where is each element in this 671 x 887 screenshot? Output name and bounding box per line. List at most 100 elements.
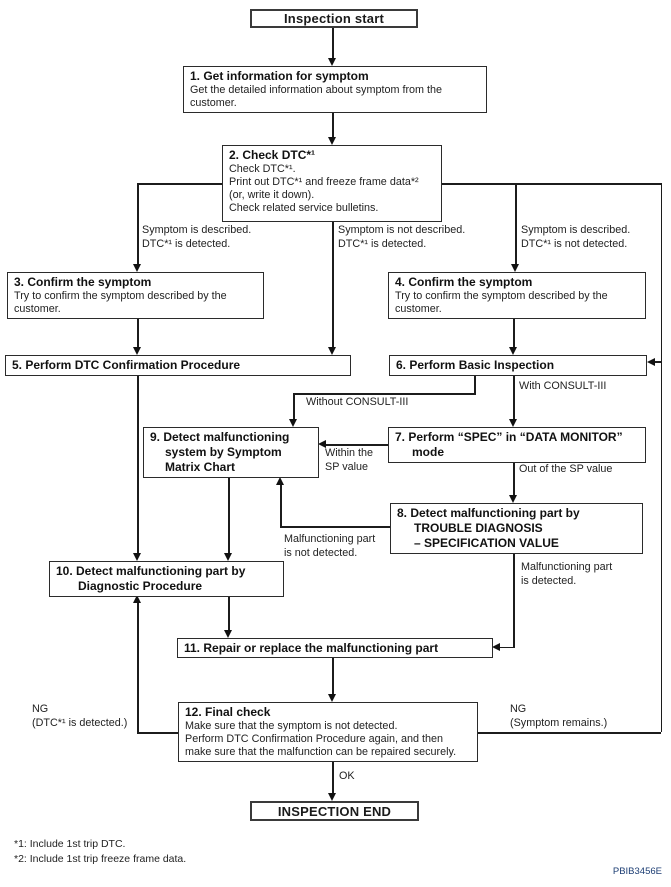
arrow-into-b4 [511,264,519,272]
arrow-into-b1 [328,58,336,66]
box-1-title: 1. Get information for symptom [190,69,369,83]
box-2-line: Check DTC*¹. [229,163,296,175]
connector-ng-right-h [471,732,661,734]
footnote-1: *1: Include 1st trip DTC. [14,838,126,850]
arrow-into-b2 [328,137,336,145]
start-node-label: Inspection start [284,11,384,26]
connector-b2-right-v-to-b4 [515,183,517,264]
arrow-into-b3 [133,264,141,272]
box-6-title: 6. Perform Basic Inspection [396,358,555,372]
footnote-2: *2: Include 1st trip freeze frame data. [14,853,187,865]
connector-b8-detected-h [500,646,514,648]
label-ng-symptom-remains: NG (Symptom remains.) [510,703,608,729]
arrow-into-b10-bottom [133,595,141,603]
arrow-into-b9-right [318,440,326,448]
arrow-into-b5-mid [328,347,336,355]
box-9-symptom-matrix: 9. Detect malfunctioning system by Sympt… [143,427,319,478]
arrow-into-b12 [328,694,336,702]
label-within-sp-value: Within the SP value [325,447,374,473]
box-12-line: Make sure that the symptom is not detect… [185,720,398,732]
connector-b4-to-b6 [513,312,515,347]
box-3-title: 3. Confirm the symptom [14,275,152,289]
connector-b10-to-b11 [228,589,230,630]
arrow-into-end [328,793,336,801]
connector-right-feedback-v [660,183,662,732]
box-9-title-line: system by Symptom [165,445,282,459]
box-10-title-line: Diagnostic Procedure [78,579,203,593]
end-node-label: INSPECTION END [277,803,392,819]
connector-ng-left-h [137,732,184,734]
box-8-title-line: TROUBLE DIAGNOSIS [414,521,543,535]
box-9-title-line: 9. Detect malfunctioning [150,430,290,444]
box-12-line: make sure that the malfunction can be re… [185,746,457,758]
box-8-title-line: 8. Detect malfunctioning part by [397,506,580,520]
connector-b11-to-b12 [332,651,334,694]
connector-b2-left-v [137,183,139,264]
box-1-body: Get the detailed information about sympt… [190,84,443,109]
box-12-title: 12. Final check [185,705,271,719]
label-ng-dtc-detected: NG (DTC*¹ is detected.) [32,703,128,729]
arrow-into-b6-top [509,347,517,355]
figure-code: PBIB3456E [612,866,662,877]
label-branch-middle: Symptom is not described. DTC*¹ is detec… [338,224,466,250]
connector-b6-without-h [293,393,476,395]
connector-b8-notdetected-h [280,526,396,528]
box-5-dtc-confirmation: 5. Perform DTC Confirmation Procedure [5,355,351,376]
connector-b7-to-b8 [513,456,515,495]
connector-b2-left-h [137,183,228,185]
connector-b6-without-v1 [474,370,476,394]
box-2-title: 2. Check DTC*¹ [229,148,316,162]
box-7-spec-data-monitor: 7. Perform “SPEC” in “DATA MONITOR” mode [388,427,646,463]
box-4-title: 4. Confirm the symptom [395,275,533,289]
box-8-trouble-diagnosis: 8. Detect malfunctioning part by TROUBLE… [390,503,643,554]
connector-b12-to-end [332,756,334,793]
box-3-body: Try to confirm the symptom described by … [14,290,227,315]
label-malfunction-detected: Malfunctioning part is detected. [521,561,613,587]
connector-b2-right-h [436,183,662,185]
start-node: Inspection start [250,9,418,28]
box-9-title-line: Matrix Chart [165,460,236,474]
box-10-diagnostic-procedure: 10. Detect malfunctioning part by Diagno… [49,561,284,597]
box-2-check-dtc: 2. Check DTC*¹ Check DTC*¹. Print out DT… [222,145,442,222]
box-6-basic-inspection: 6. Perform Basic Inspection [389,355,647,376]
box-12-final-check: 12. Final check Make sure that the sympt… [178,702,478,762]
connector-b9-to-b10 [228,471,230,553]
box-4-body: Try to confirm the symptom described by … [395,290,608,315]
box-11-repair-replace: 11. Repair or replace the malfunctioning… [177,638,493,658]
box-7-title-line: 7. Perform “SPEC” in “DATA MONITOR” [395,430,623,444]
label-out-of-sp-value: Out of the SP value [519,463,613,475]
connector-b2-mid-to-b5 [332,216,334,347]
connector-b1-to-b2 [332,104,334,137]
arrow-into-b9-top [289,419,297,427]
box-11-title: 11. Repair or replace the malfunctioning… [184,640,439,655]
connector-b7-to-b9 [326,444,394,446]
arrow-into-b9-bottom [276,477,284,485]
connector-b6-without-v2 [293,393,295,419]
connector-start-to-b1 [332,20,334,58]
label-ok: OK [339,770,355,782]
arrow-into-b5-left [133,347,141,355]
connector-b3-to-b5 [137,312,139,347]
arrow-into-b11-right [492,643,500,651]
box-7-title-line: mode [412,445,445,459]
connector-b8-notdetected-v [280,485,282,527]
box-10-title-line: 10. Detect malfunctioning part by [56,564,246,578]
connector-b6-to-b7 [513,370,515,419]
label-with-consult: With CONSULT-III [519,380,607,392]
connector-feedback-into-b6 [655,361,661,363]
connector-b8-detected-v [513,547,515,648]
arrow-into-b7 [509,419,517,427]
box-2-line: Print out DTC*¹ and freeze frame data*² [229,176,419,188]
label-malfunction-not-detected: Malfunctioning part is not detected. [284,533,376,559]
box-1-get-information: 1. Get information for symptom Get the d… [183,66,487,113]
arrow-into-b6-right [647,358,655,366]
label-branch-right: Symptom is described. DTC*¹ is not detec… [521,224,631,250]
arrow-into-b11-top [224,630,232,638]
box-12-line: Perform DTC Confirmation Procedure again… [185,733,444,745]
label-branch-left: Symptom is described. DTC*¹ is detected. [142,224,252,250]
box-2-line: (or, write it down). [229,189,315,201]
arrow-into-b10-right [224,553,232,561]
arrow-into-b10-left [133,553,141,561]
connector-ng-left-v [137,603,139,734]
